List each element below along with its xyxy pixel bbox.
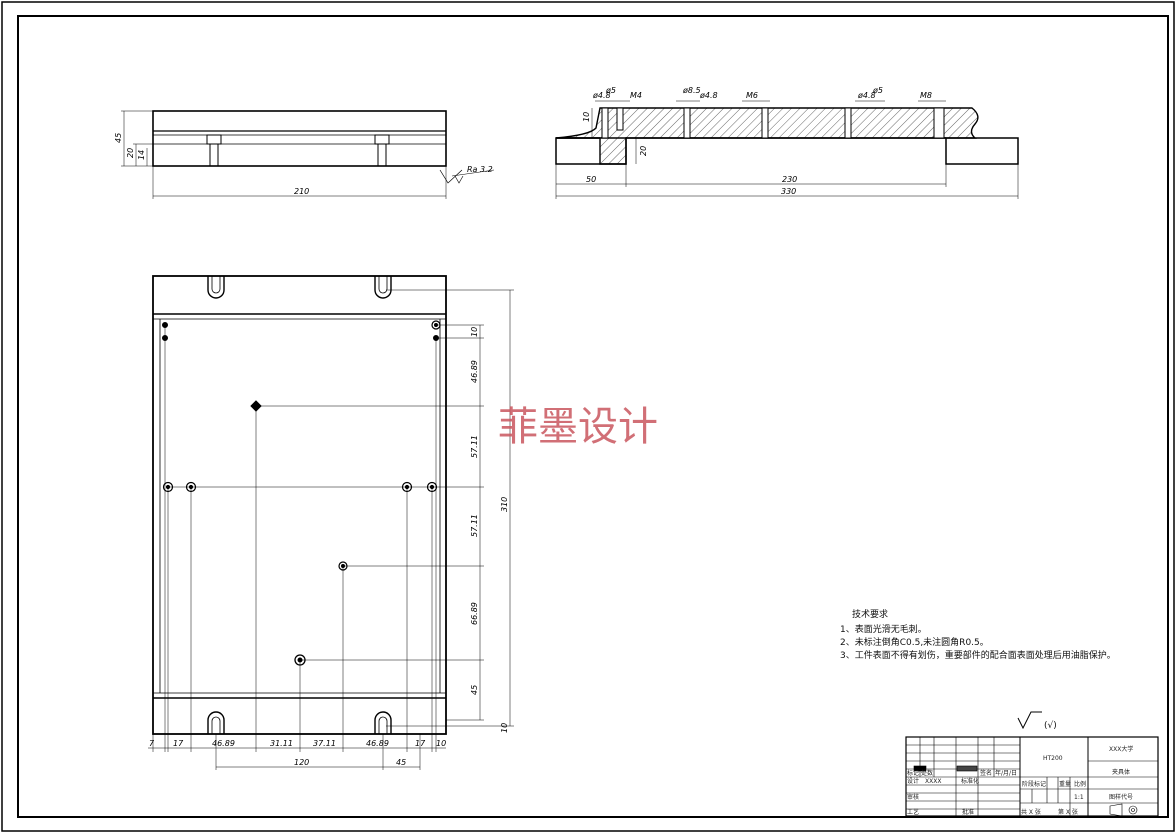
hole-marker <box>426 481 438 493</box>
tb-design-label: 设计 <box>907 777 919 785</box>
tb-date-label: 年/月/日 <box>995 769 1017 777</box>
hole-marker <box>250 400 262 412</box>
hole-marker <box>434 323 438 327</box>
section-dim-step: 20 <box>639 146 648 156</box>
plan-dim-h2: 17 <box>173 739 184 748</box>
front-dim-height-20: 20 <box>126 148 135 158</box>
tech-req-item-2: 2、未标注倒角C0.5,未注圆角R0.5。 <box>840 636 989 648</box>
section-dim-thickness: 10 <box>582 112 591 122</box>
tb-scale: 1:1 <box>1074 794 1084 801</box>
plan-dim-v6: 45 <box>470 685 479 695</box>
tb-scale-label: 比例 <box>1074 780 1086 788</box>
tech-req-item-3: 3、工件表面不得有划伤，重要部件的配合面表面处理后用油脂保护。 <box>840 649 1116 661</box>
tb-stage-label: 阶段标记 <box>1022 780 1046 788</box>
hole-label-4: ø8.5 <box>682 86 701 95</box>
hole-marker <box>429 484 435 490</box>
hole-marker <box>433 335 439 341</box>
plan-dim-h3: 46.89 <box>212 739 235 748</box>
roughness-symbol-icon <box>1017 711 1042 730</box>
section-dim-left: 50 <box>586 175 596 184</box>
hole-label-1: ø4.8 <box>592 91 611 100</box>
plan-dim-v4: 57.11 <box>470 514 479 537</box>
plan-dim-v2: 46.89 <box>470 360 479 383</box>
title-block <box>905 736 1159 817</box>
hole-marker <box>404 484 410 490</box>
tech-req-title: 技术要求 <box>852 608 888 620</box>
tb-process-label: 工艺 <box>907 808 919 816</box>
tb-school: XXX大学 <box>1109 745 1133 753</box>
hole-marker <box>431 320 441 330</box>
hole-marker <box>338 561 348 571</box>
tb-sign-label: 签名 <box>980 769 992 777</box>
plan-holes <box>162 320 441 666</box>
tb-review-label: 审核 <box>907 793 919 801</box>
hole-marker <box>341 564 345 568</box>
tb-std-label: 标准化 <box>961 777 979 785</box>
hole-marker <box>165 484 171 490</box>
hole-marker <box>162 335 168 341</box>
plan-dim-v5: 66.89 <box>470 602 479 625</box>
plan-dim-h8: 10 <box>436 739 446 748</box>
tb-sheet-label: 第 X 张 <box>1058 808 1078 816</box>
front-dim-overall-length: 210 <box>294 187 309 196</box>
hole-marker <box>162 322 168 328</box>
front-dim-height-14: 14 <box>137 150 146 160</box>
hole-marker <box>294 654 306 666</box>
hole-label-3: M4 <box>630 91 642 100</box>
section-dim-middle: 230 <box>782 175 797 184</box>
tb-mark-label: 标记 <box>907 769 919 777</box>
plan-view <box>148 275 514 770</box>
hole-label-9: M8 <box>920 91 932 100</box>
plan-dim-h4: 31.11 <box>270 739 293 748</box>
tech-req-item-1: 1、表面光滑无毛刺。 <box>840 623 927 635</box>
plan-dim-v7: 10 <box>500 723 509 733</box>
plan-dim-120: 120 <box>294 758 309 767</box>
hole-marker <box>162 481 174 493</box>
tb-count-label: 处数 <box>921 769 933 777</box>
hole-label-6: M6 <box>746 91 758 100</box>
watermark: 菲墨设计 <box>498 404 658 450</box>
hole-label-8: ø5 <box>872 86 883 95</box>
plan-dim-h7: 17 <box>415 739 426 748</box>
tb-part-name: 夹具体 <box>1112 768 1130 776</box>
hole-marker <box>401 481 413 493</box>
plan-dim-v1: 10 <box>470 327 479 337</box>
tb-material: HT200 <box>1043 755 1063 762</box>
tb-approve-label: 批准 <box>962 808 974 816</box>
tb-drawing-no-label: 图样代号 <box>1109 793 1133 801</box>
hole-label-2: ø5 <box>605 86 616 95</box>
surface-roughness-label: Ra 3.2 <box>467 165 493 174</box>
front-dim-height-total: 45 <box>114 133 123 143</box>
roughness-note: (√) <box>1044 720 1057 731</box>
tb-designer: XXXX <box>925 778 941 785</box>
hole-marker <box>188 484 194 490</box>
hole-marker <box>297 657 303 663</box>
section-view <box>555 100 1019 199</box>
section-dim-overall: 330 <box>781 187 796 196</box>
plan-dim-h6: 46.89 <box>366 739 389 748</box>
tb-weight-label: 重量 <box>1059 780 1071 788</box>
inner-border <box>17 15 1169 818</box>
hole-marker <box>185 481 197 493</box>
hole-label-7: ø4.8 <box>857 91 876 100</box>
plan-dim-45: 45 <box>396 758 406 767</box>
plan-dim-overall: 310 <box>500 497 509 512</box>
hole-label-5: ø4.8 <box>699 91 718 100</box>
plan-dim-h5: 37.11 <box>313 739 336 748</box>
front-view <box>121 110 495 199</box>
plan-dim-h1: 7 <box>149 739 155 748</box>
plan-dim-v3: 57.11 <box>470 435 479 458</box>
tb-sheets-label: 共 X 张 <box>1021 808 1041 816</box>
